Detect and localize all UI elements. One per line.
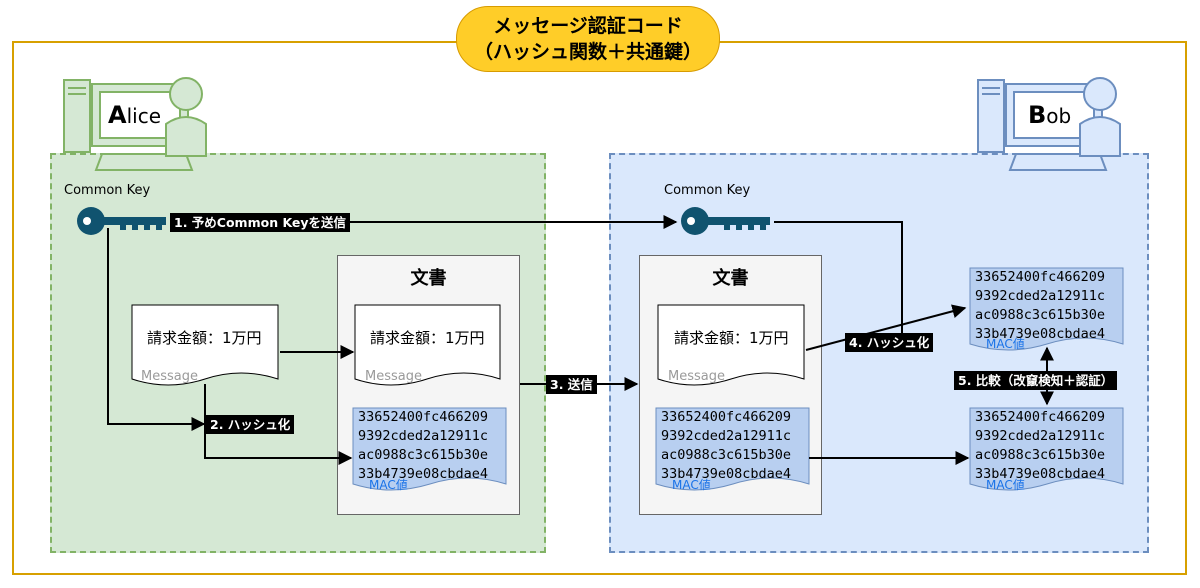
bob-key-icon: [681, 207, 770, 235]
alice-message-text: 請求金額：1万円: [147, 329, 262, 347]
alice-name-rest: lice: [126, 104, 161, 128]
bob-computer-icon: [977, 77, 1121, 171]
bob-panel-mac-doc: [655, 407, 810, 491]
mac-line: 33b4739e08cbdae4: [975, 326, 1106, 342]
bob-common-key-label: Common Key: [664, 183, 751, 198]
bob-computed-mac-doc: [969, 267, 1124, 351]
alice-panel-message-text: 請求金額：1万円: [370, 329, 485, 347]
bob-computed-mac-value: 33652400fc466209 9392cded2a12911c ac0988…: [975, 268, 1105, 344]
alice-panel-mac-value: 33652400fc466209 9392cded2a12911c ac0988…: [358, 408, 488, 484]
alice-initial: A: [108, 101, 127, 129]
alice-panel-mac-doc: [352, 407, 507, 491]
mac-line: 9392cded2a12911c: [661, 428, 792, 444]
alice-panel-message-label: Message: [365, 369, 422, 384]
bob-name: Bob: [1028, 101, 1071, 129]
mac-line: 9392cded2a12911c: [358, 428, 489, 444]
alice-computer-icon: [63, 77, 207, 171]
mac-line: 9392cded2a12911c: [975, 288, 1106, 304]
mac-line: 33652400fc466209: [661, 409, 792, 425]
step-5-label: 5. 比較（改竄検知＋認証）: [954, 371, 1118, 390]
mac-line: 9392cded2a12911c: [975, 428, 1106, 444]
bob-panel-message-doc: [657, 304, 805, 386]
step-3-label: 3. 送信: [546, 375, 597, 394]
arrow-key-to-hash: [107, 228, 206, 431]
bob-received-mac-value: 33652400fc466209 9392cded2a12911c ac0988…: [975, 408, 1105, 484]
alice-common-key-label: Common Key: [64, 183, 151, 198]
bob-panel-mac-value: 33652400fc466209 9392cded2a12911c ac0988…: [661, 408, 791, 484]
bob-received-mac-label: MAC値: [986, 478, 1025, 492]
alice-key-icon: [77, 207, 166, 235]
bob-initial: B: [1028, 101, 1047, 129]
mac-line: ac0988c3c615b30e: [358, 447, 489, 463]
bob-computed-mac-label: MAC値: [986, 337, 1025, 351]
mac-line: 33b4739e08cbdae4: [661, 466, 792, 482]
diagram-title: メッセージ認証コード （ハッシュ関数＋共通鍵）: [456, 6, 720, 72]
alice-panel-message-doc: [354, 304, 501, 386]
bob-received-mac-doc: [969, 407, 1124, 491]
alice-message-label: Message: [141, 369, 198, 384]
alice-name: Alice: [108, 101, 161, 129]
step-4-label: 4. ハッシュ化: [845, 333, 934, 352]
mac-line: ac0988c3c615b30e: [975, 307, 1106, 323]
alice-panel-mac-label: MAC値: [369, 478, 408, 492]
bob-document-title: 文書: [712, 268, 749, 289]
arrow-hash-to-mac: [204, 384, 353, 465]
title-line-2: （ハッシュ関数＋共通鍵）: [473, 41, 702, 63]
step-2-label: 2. ハッシュ化: [206, 415, 295, 434]
bob-panel-mac-label: MAC値: [672, 478, 711, 492]
arrow-bob-hash: [805, 304, 967, 351]
mac-line: 33652400fc466209: [358, 409, 489, 425]
mac-line: 33652400fc466209: [975, 269, 1106, 285]
arrow-bob-key-down: [774, 221, 903, 336]
mac-line: ac0988c3c615b30e: [975, 447, 1106, 463]
alice-document-title: 文書: [410, 268, 447, 289]
mac-line: ac0988c3c615b30e: [661, 447, 792, 463]
bob-name-rest: ob: [1046, 104, 1072, 128]
step-1-label: 1. 予めCommon Keyを送信: [170, 213, 351, 232]
mac-line: 33b4739e08cbdae4: [358, 466, 489, 482]
bob-panel-message-text: 請求金額：1万円: [674, 329, 789, 347]
title-line-1: メッセージ認証コード: [493, 15, 683, 37]
bob-panel-message-label: Message: [668, 369, 725, 384]
mac-line: 33b4739e08cbdae4: [975, 466, 1106, 482]
mac-line: 33652400fc466209: [975, 409, 1106, 425]
alice-message-doc: [131, 304, 279, 386]
